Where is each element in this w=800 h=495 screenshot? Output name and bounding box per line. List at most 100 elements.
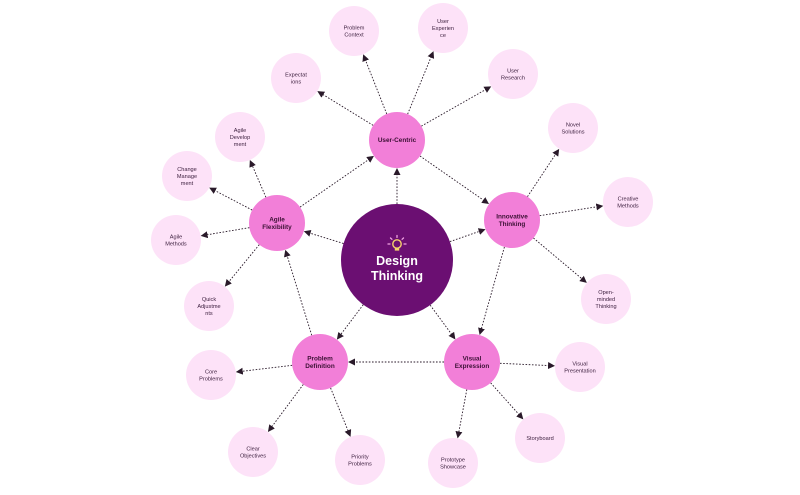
leaf-circle <box>215 112 265 162</box>
node-label-line: Objectives <box>240 453 266 459</box>
connector-problem-definition-clear-objectives <box>267 384 304 432</box>
node-label-line: Innovative <box>496 213 528 220</box>
leaf-circle <box>418 3 468 53</box>
node-label-line: Presentation <box>564 368 595 374</box>
node-label-line: Problem <box>307 355 333 362</box>
node-label-line: Quick <box>202 297 217 303</box>
leaf-circle <box>335 435 385 485</box>
node-label-line: Agile <box>269 216 285 223</box>
node-label-line: Priority <box>351 454 369 460</box>
hub-circle <box>444 334 500 390</box>
node-label-line: Visual <box>463 355 482 362</box>
node-label-line: User-Centric <box>378 137 417 144</box>
connector-center-innovative-thinking <box>449 228 486 243</box>
connector-center-problem-definition <box>336 304 364 340</box>
node-label-line: Context <box>344 32 364 38</box>
node-layer: DesignThinkingUser-CentricProblemContext… <box>151 3 653 488</box>
connector-user-centric-innovative-thinking <box>419 155 490 205</box>
node-label-line: Flexibility <box>262 224 292 231</box>
node-label-line: Visual <box>572 361 587 367</box>
center-circle <box>341 204 453 316</box>
connector-agile-flexibility-agile-methods <box>200 227 250 239</box>
node-label-line: Core <box>205 369 217 375</box>
node-label-line: nts <box>205 311 213 317</box>
node-label-line: ce <box>440 33 446 39</box>
node-label-line: Storyboard <box>526 436 553 442</box>
node-label-line: Thinking <box>595 304 616 310</box>
leaf-circle <box>271 53 321 103</box>
leaf-circle <box>151 215 201 265</box>
connector-visual-expression-prototype-showcase <box>455 389 468 439</box>
node-label-line: User <box>437 19 449 25</box>
leaf-circle <box>184 281 234 331</box>
node-label-line: Clear <box>246 446 260 452</box>
leaf-circle <box>186 350 236 400</box>
connector-user-centric-problem-context <box>362 54 388 115</box>
leaf-circle <box>428 438 478 488</box>
hub-circle <box>249 195 305 251</box>
node-label-line: Research <box>501 75 525 81</box>
connector-agile-flexibility-change-management <box>209 187 253 211</box>
connector-problem-definition-priority-problems <box>330 387 352 437</box>
node-label-line: Agile <box>234 128 246 134</box>
leaf-circle <box>555 342 605 392</box>
node-label-line: Definition <box>305 363 335 370</box>
node-label-line: Showcase <box>440 464 466 470</box>
node-label-line: Expression <box>455 363 490 370</box>
connector-user-centric-user-research <box>421 86 492 127</box>
node-storyboard[interactable]: Storyboard <box>515 413 565 463</box>
connector-layer <box>200 51 604 439</box>
node-label-line: ment <box>234 142 247 148</box>
leaf-circle <box>162 151 212 201</box>
connector-visual-expression-visual-presentation <box>499 362 556 370</box>
connector-innovative-thinking-creative-methods <box>539 203 604 217</box>
node-label-line: Problem <box>344 25 365 31</box>
node-label-line: Solutions <box>561 129 584 135</box>
leaf-circle <box>515 413 565 463</box>
node-label-line: Expectat <box>285 72 307 78</box>
connector-visual-expression-storyboard <box>490 382 524 420</box>
node-label-line: Problems <box>348 461 372 467</box>
leaf-circle <box>228 427 278 477</box>
node-label-line: Design <box>376 254 418 268</box>
lightbulb-icon <box>387 234 407 251</box>
node-label-line: Open- <box>598 290 614 296</box>
node-label-line: Problems <box>199 376 223 382</box>
node-label-line: Agile <box>170 234 182 240</box>
node-label-line: Manage <box>177 174 197 180</box>
leaf-circle <box>581 274 631 324</box>
connector-agile-flexibility-user-centric <box>299 155 374 208</box>
node-label-line: Creative <box>618 196 639 202</box>
connector-agile-flexibility-agile-development <box>249 159 267 198</box>
connector-agile-flexibility-quick-adjustments <box>224 244 260 287</box>
node-label-line: Experien <box>432 26 454 32</box>
connector-center-visual-expression <box>429 304 456 340</box>
node-label-line: ment <box>181 181 194 187</box>
leaf-circle <box>548 103 598 153</box>
leaf-circle <box>488 49 538 99</box>
node-user-centric[interactable]: User-Centric <box>369 112 425 168</box>
hub-circle <box>484 192 540 248</box>
